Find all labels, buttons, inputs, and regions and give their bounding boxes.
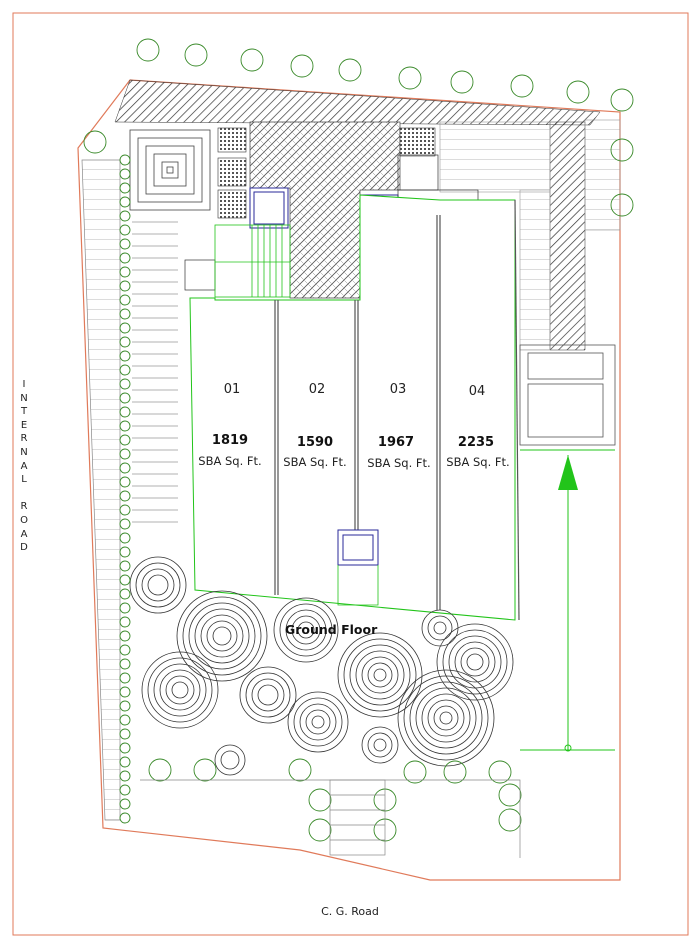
planter-grid-1 [217, 127, 247, 153]
staircase [214, 224, 291, 298]
entry-ramp [337, 565, 379, 606]
left-parking-strip [81, 159, 121, 821]
planter-grid-2 [217, 157, 247, 187]
north-arrow [520, 449, 615, 752]
unit-area: 1819 [211, 433, 249, 448]
fountain-feature [129, 129, 211, 211]
floor-label: Ground Floor [285, 622, 378, 637]
unit-number: 02 [308, 382, 326, 397]
right-parking-bays [439, 119, 621, 351]
unit-area-label: SBA Sq. Ft. [367, 456, 431, 470]
entry-lobby [337, 529, 379, 566]
unit-area: 1967 [377, 435, 415, 450]
unit-number: 01 [223, 382, 241, 397]
landscape-trees [129, 556, 514, 776]
boundary-shrubs [83, 38, 634, 842]
unit-area: 1590 [296, 435, 334, 450]
unit-partitions [274, 199, 520, 621]
planter-grid-4 [399, 127, 436, 157]
unit-area-label: SBA Sq. Ft. [283, 455, 347, 469]
unit-number: 03 [389, 382, 407, 397]
hatched-pavement-right [549, 121, 586, 351]
front-road-label: C. G. Road [321, 905, 379, 918]
building-outline [189, 194, 516, 621]
drawing-frame [12, 12, 689, 936]
side-walkway [132, 221, 178, 523]
front-drive [140, 779, 521, 858]
unit-number: 04 [468, 384, 486, 399]
service-block [519, 344, 616, 446]
north-arrow-head [558, 455, 578, 490]
planter-grid-3 [217, 189, 247, 219]
hatched-pavement [114, 79, 601, 126]
unit-area-label: SBA Sq. Ft. [198, 454, 262, 468]
unit-area: 2235 [457, 435, 495, 450]
unit-area-label: SBA Sq. Ft. [446, 455, 510, 469]
